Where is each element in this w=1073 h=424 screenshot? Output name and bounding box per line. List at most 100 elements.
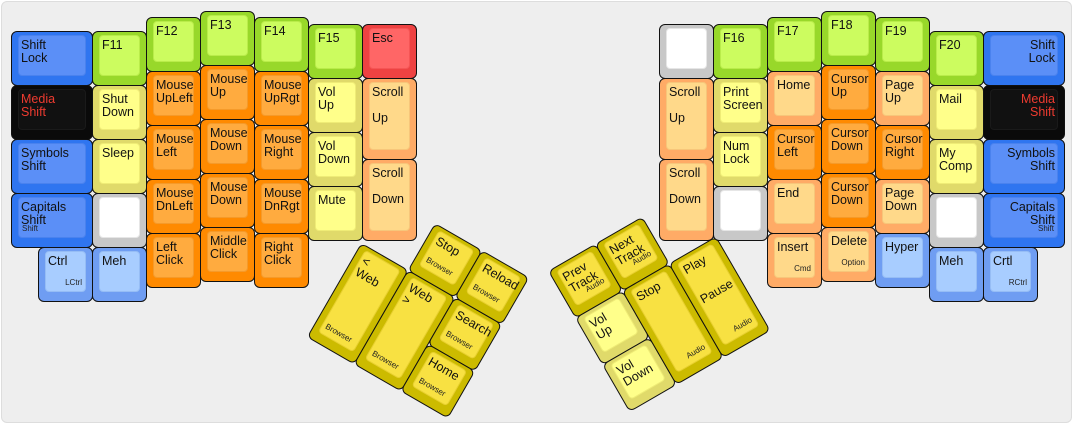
key-symbols-shift-left[interactable]: Symbols Shift [11, 139, 93, 194]
key-cursor-left[interactable]: Cursor Left [767, 125, 822, 180]
key-end[interactable]: End [767, 179, 822, 234]
key-label: Hyper [885, 240, 919, 254]
key-label: Right Click [264, 240, 294, 267]
key-label: Shift Lock [1028, 38, 1055, 65]
key-label: Middle Click [210, 234, 247, 261]
key-f11[interactable]: F11 [92, 31, 147, 86]
key-f15[interactable]: F15 [308, 24, 363, 79]
key-mouse-right[interactable]: Mouse Right [254, 125, 309, 180]
key-label: Esc [372, 31, 393, 45]
key-page-up[interactable]: Page Up [875, 71, 930, 126]
key-mouse-up[interactable]: Mouse Up [200, 65, 255, 120]
key-label: Capitals Shift [21, 200, 67, 227]
key-label: Shift Lock [21, 38, 48, 65]
key-label: Page Up [885, 78, 915, 105]
key-label: Vol Down [318, 139, 350, 166]
key-mouse-left[interactable]: Mouse Left [146, 125, 201, 180]
key-mouse-dnleft[interactable]: Mouse DnLeft [146, 179, 201, 234]
key-label: Mouse Up [210, 72, 248, 99]
key-f19[interactable]: F19 [875, 17, 930, 72]
key-f20[interactable]: F20 [929, 31, 984, 86]
key-label: Symbols Shift [21, 146, 69, 173]
key-f17[interactable]: F17 [767, 17, 822, 72]
key-label-secondary: Down [669, 192, 701, 206]
key-label: Cursor Down [831, 180, 869, 207]
key-blank-right-low[interactable] [929, 193, 984, 248]
key-label: Home [777, 78, 811, 92]
key-home[interactable]: Home [767, 71, 822, 126]
key-mouse-uprgt[interactable]: Mouse UpRgt [254, 71, 309, 126]
key-sublabel: Option [841, 258, 865, 267]
key-f16[interactable]: F16 [713, 24, 768, 79]
key-print-screen[interactable]: Print Screen [713, 78, 768, 133]
key-shut-down[interactable]: Shut Down [92, 85, 147, 140]
key-f14[interactable]: F14 [254, 17, 309, 72]
key-cursor-up[interactable]: Cursor Up [821, 65, 876, 120]
key-media-shift-right[interactable]: Media Shift [983, 85, 1065, 140]
key-my-comp[interactable]: My Comp [929, 139, 984, 194]
key-esc[interactable]: Esc [362, 24, 417, 79]
key-mouse-dnrgt[interactable]: Mouse DnRgt [254, 179, 309, 234]
key-label: F14 [264, 24, 286, 38]
key-vol-up-left[interactable]: Vol Up [308, 78, 363, 133]
key-f18[interactable]: F18 [821, 11, 876, 66]
key-label: Media Shift [1020, 92, 1055, 119]
key-vol-down-left[interactable]: Vol Down [308, 132, 363, 187]
key-label: Capitals Shift [1009, 200, 1055, 227]
key-mouse-down-1[interactable]: Mouse Down [200, 119, 255, 174]
key-left-click[interactable]: Left Click [146, 233, 201, 288]
key-label: Sleep [102, 146, 134, 160]
key-label: Num Lock [723, 139, 750, 166]
key-page-down[interactable]: Page Down [875, 179, 930, 234]
key-blank-left[interactable] [92, 193, 147, 248]
key-label: Symbols Shift [1007, 146, 1055, 173]
key-middle-click[interactable]: Middle Click [200, 227, 255, 282]
key-cursor-right[interactable]: Cursor Right [875, 125, 930, 180]
key-mouse-upleft[interactable]: Mouse UpLeft [146, 71, 201, 126]
key-label: Left Click [156, 240, 184, 267]
key-sublabel: RCtrl [1008, 278, 1027, 287]
key-num-lock[interactable]: Num Lock [713, 132, 768, 187]
key-f13[interactable]: F13 [200, 11, 255, 66]
key-label: F15 [318, 31, 340, 45]
key-shift-lock-right[interactable]: Shift Lock [983, 31, 1065, 86]
key-meh-left[interactable]: Meh [92, 247, 147, 302]
key-shift-lock-left[interactable]: Shift Lock [11, 31, 93, 86]
key-label: Scroll [372, 166, 404, 180]
key-label: Cursor Up [831, 72, 869, 99]
key-label: Meh [939, 254, 964, 268]
key-right-click[interactable]: Right Click [254, 233, 309, 288]
key-label: F13 [210, 18, 232, 32]
key-mouse-down-2[interactable]: Mouse Down [200, 173, 255, 228]
key-cursor-down-1[interactable]: Cursor Down [821, 119, 876, 174]
key-mute[interactable]: Mute [308, 186, 363, 241]
key-f12[interactable]: F12 [146, 17, 201, 72]
key-label: F12 [156, 24, 178, 38]
key-blank-right-mid[interactable] [713, 186, 768, 241]
key-label: Mouse Right [264, 132, 302, 159]
key-mail[interactable]: Mail [929, 85, 984, 140]
key-blank-right-top[interactable] [659, 24, 714, 79]
key-sleep[interactable]: Sleep [92, 139, 147, 194]
key-sublabel: Shift [22, 224, 39, 233]
key-label: F11 [102, 38, 123, 52]
key-hyper[interactable]: Hyper [875, 233, 930, 288]
key-meh-right[interactable]: Meh [929, 247, 984, 302]
key-cursor-down-2[interactable]: Cursor Down [821, 173, 876, 228]
key-label-secondary: Up [372, 111, 388, 125]
key-symbols-shift-right[interactable]: Symbols Shift [983, 139, 1065, 194]
key-media-shift-left[interactable]: Media Shift [11, 85, 93, 140]
key-label: Cursor Right [885, 132, 923, 159]
key-label: Mail [939, 92, 962, 106]
key-label: Mouse Left [156, 132, 194, 159]
